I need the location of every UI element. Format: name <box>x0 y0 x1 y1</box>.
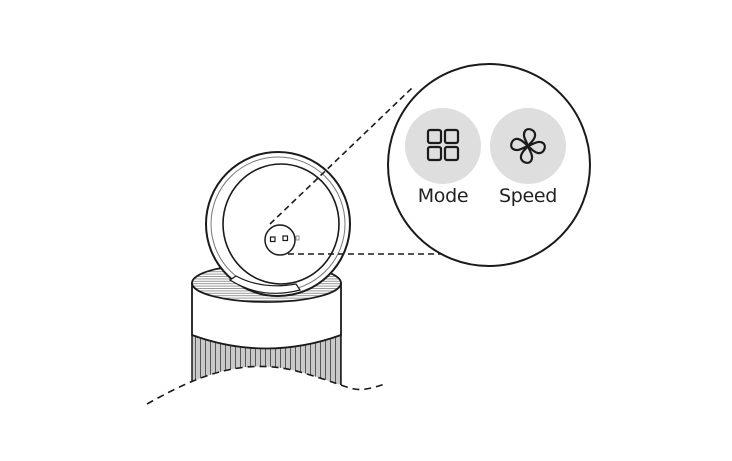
control-head <box>205 151 351 297</box>
speed-label: Speed <box>498 185 558 207</box>
mode-label: Mode <box>417 185 469 207</box>
mode-button[interactable] <box>405 108 481 184</box>
callout-lines <box>269 87 478 255</box>
fan-icon <box>510 128 546 164</box>
speed-button[interactable] <box>490 108 566 184</box>
magnified-callout <box>387 63 591 267</box>
grid-four-squares-icon <box>426 128 460 162</box>
cut-line <box>146 365 386 405</box>
